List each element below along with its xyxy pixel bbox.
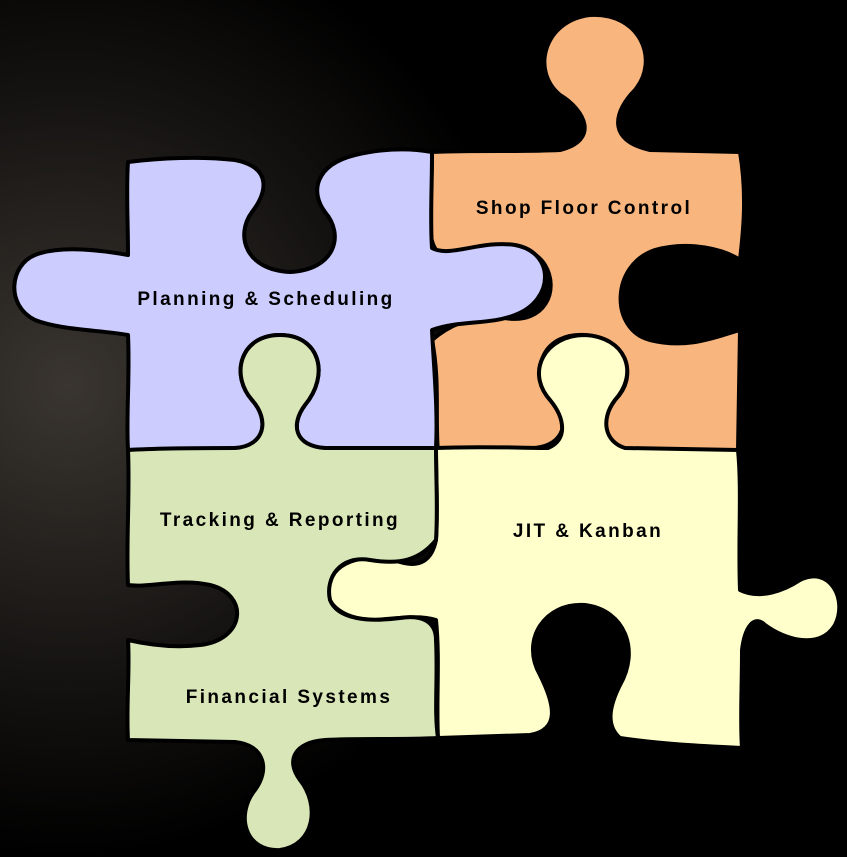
label-tracking-reporting: Tracking & Reporting <box>160 510 400 531</box>
label-shop-floor-control: Shop Floor Control <box>476 198 692 219</box>
label-planning-scheduling: Planning & Scheduling <box>137 289 394 310</box>
puzzle-piece-tracking-financial <box>125 333 440 853</box>
label-financial-systems: Financial Systems <box>186 687 393 708</box>
label-jit-kanban: JIT & Kanban <box>513 521 663 542</box>
puzzle-piece-planning-scheduling <box>12 147 547 452</box>
